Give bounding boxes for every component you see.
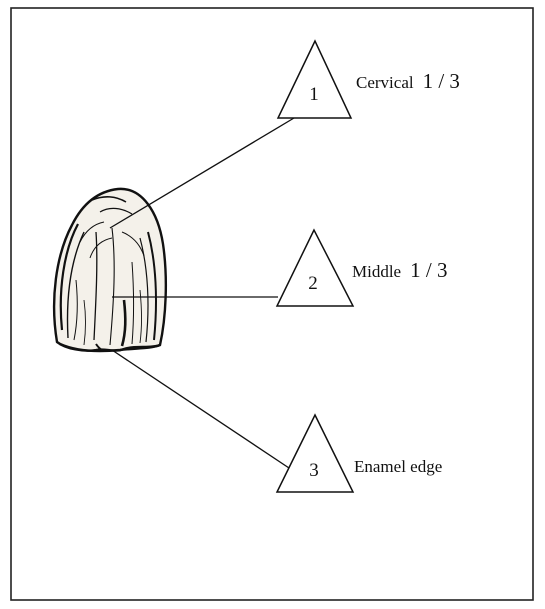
leader-line-1 bbox=[110, 118, 294, 228]
zone-label-3: Enamel edge bbox=[354, 457, 442, 476]
zone-label-1: Cervical 1 / 3 bbox=[356, 69, 460, 93]
marker-number-1: 1 bbox=[309, 84, 319, 105]
zone-label-1-fraction: 1 / 3 bbox=[423, 69, 460, 93]
marker-number-3: 3 bbox=[309, 460, 319, 481]
zone-label-2-fraction: 1 / 3 bbox=[410, 258, 447, 282]
zone-label-2: Middle 1 / 3 bbox=[352, 258, 447, 282]
triangle-marker-2 bbox=[277, 230, 353, 306]
tooth-crown-drawing bbox=[54, 189, 166, 351]
zone-label-1-text: Cervical bbox=[356, 73, 414, 92]
marker-number-2: 2 bbox=[308, 273, 318, 294]
zone-label-2-text: Middle bbox=[352, 262, 401, 281]
zone-label-3-text: Enamel edge bbox=[354, 457, 442, 476]
leader-line-3 bbox=[112, 350, 292, 470]
triangle-marker-1 bbox=[278, 41, 351, 118]
